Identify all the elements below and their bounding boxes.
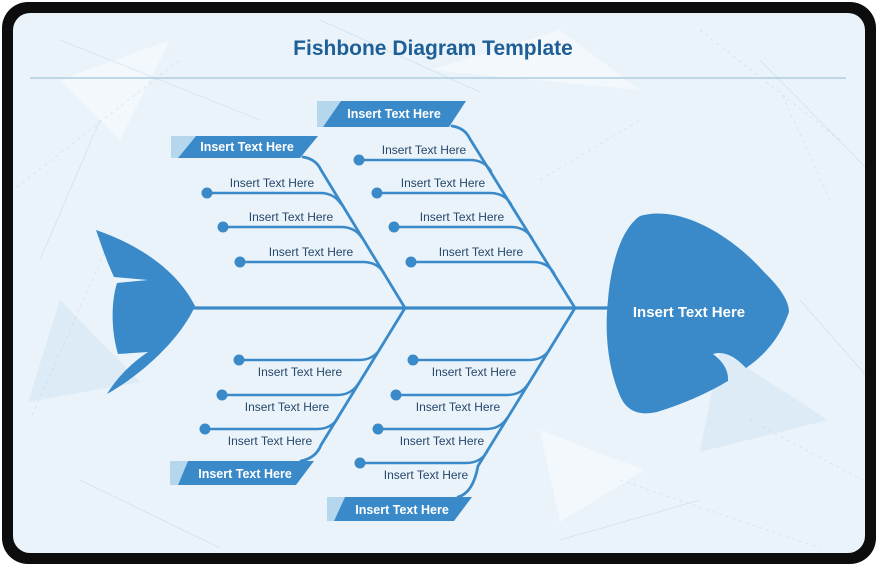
item-dot <box>234 256 246 268</box>
branch-line <box>450 124 577 310</box>
banner-fold <box>327 497 345 521</box>
item-line <box>238 260 386 275</box>
branch-bottom-right: Insert Text Here Insert Text Here Insert… <box>327 306 577 521</box>
item-label: Insert Text Here <box>439 245 524 259</box>
item-row: Insert Text Here <box>199 416 340 448</box>
item-label: Insert Text Here <box>249 210 334 224</box>
item-row: Insert Text Here <box>354 450 489 482</box>
fish-head-shape <box>606 213 789 414</box>
branch-line <box>301 155 407 310</box>
item-dot <box>233 354 245 366</box>
item-row: Insert Text Here <box>201 176 343 206</box>
branch-line <box>299 306 407 463</box>
item-dot <box>371 187 383 199</box>
item-line <box>220 382 360 397</box>
item-line <box>394 382 530 397</box>
banner-label: Insert Text Here <box>347 107 441 121</box>
item-label: Insert Text Here <box>228 434 313 448</box>
banner-label: Insert Text Here <box>198 467 292 481</box>
branch-bottom-left: Insert Text Here Insert Text Here Insert… <box>170 306 407 485</box>
item-dot <box>201 187 213 199</box>
branch-top-right: Insert Text Here Insert Text Here Insert… <box>317 101 577 310</box>
banner-label: Insert Text Here <box>355 503 449 517</box>
banner-label: Insert Text Here <box>200 140 294 154</box>
item-row: Insert Text Here <box>371 176 513 206</box>
item-dot <box>372 423 384 435</box>
branch-top-left: Insert Text Here Insert Text Here Insert… <box>171 136 407 310</box>
item-label: Insert Text Here <box>382 143 467 157</box>
item-label: Insert Text Here <box>416 400 501 414</box>
head-label: Insert Text Here <box>632 304 746 322</box>
item-line <box>203 416 340 431</box>
item-dot <box>353 154 365 166</box>
category-banner <box>323 101 466 127</box>
item-line <box>357 158 493 173</box>
item-line <box>358 450 489 465</box>
item-dot <box>354 457 366 469</box>
item-label: Insert Text Here <box>245 400 330 414</box>
item-label: Insert Text Here <box>269 245 354 259</box>
banner-fold <box>170 461 188 485</box>
background-mesh <box>13 19 865 549</box>
item-line <box>409 260 556 275</box>
item-row: Insert Text Here <box>407 347 552 379</box>
item-row: Insert Text Here <box>217 210 364 240</box>
item-dot <box>390 389 402 401</box>
item-line <box>237 347 382 362</box>
item-label: Insert Text Here <box>258 365 343 379</box>
item-row: Insert Text Here <box>372 416 509 448</box>
item-line <box>411 347 552 362</box>
item-row: Insert Text Here <box>353 143 493 173</box>
item-line <box>376 416 509 431</box>
item-row: Insert Text Here <box>216 382 360 414</box>
item-dot <box>405 256 417 268</box>
item-line <box>221 225 364 240</box>
banner-fold <box>171 136 196 158</box>
item-label: Insert Text Here <box>432 365 517 379</box>
item-dot <box>199 423 211 435</box>
banner-fold <box>317 101 341 127</box>
item-label: Insert Text Here <box>230 176 315 190</box>
item-label: Insert Text Here <box>401 176 486 190</box>
item-dot <box>216 389 228 401</box>
page-title: Fishbone Diagram Template <box>293 37 573 60</box>
branch-line <box>456 306 577 499</box>
item-label: Insert Text Here <box>400 434 485 448</box>
item-label: Insert Text Here <box>420 210 505 224</box>
item-row: Insert Text Here <box>234 245 386 275</box>
item-row: Insert Text Here <box>405 245 556 275</box>
item-line <box>375 191 513 206</box>
item-line <box>205 191 343 206</box>
item-row: Insert Text Here <box>233 347 382 379</box>
item-dot <box>217 221 229 233</box>
item-line <box>392 225 534 240</box>
item-dot <box>388 221 400 233</box>
item-row: Insert Text Here <box>390 382 530 414</box>
fish-tail <box>96 230 195 394</box>
fish-head-label-box: Insert Text Here <box>632 304 746 322</box>
item-dot <box>407 354 419 366</box>
fish-head: Insert Text Here <box>606 213 789 414</box>
item-label: Insert Text Here <box>384 468 469 482</box>
item-row: Insert Text Here <box>388 210 534 240</box>
category-banner <box>334 497 472 521</box>
category-banner <box>178 461 314 485</box>
category-banner <box>178 136 318 158</box>
